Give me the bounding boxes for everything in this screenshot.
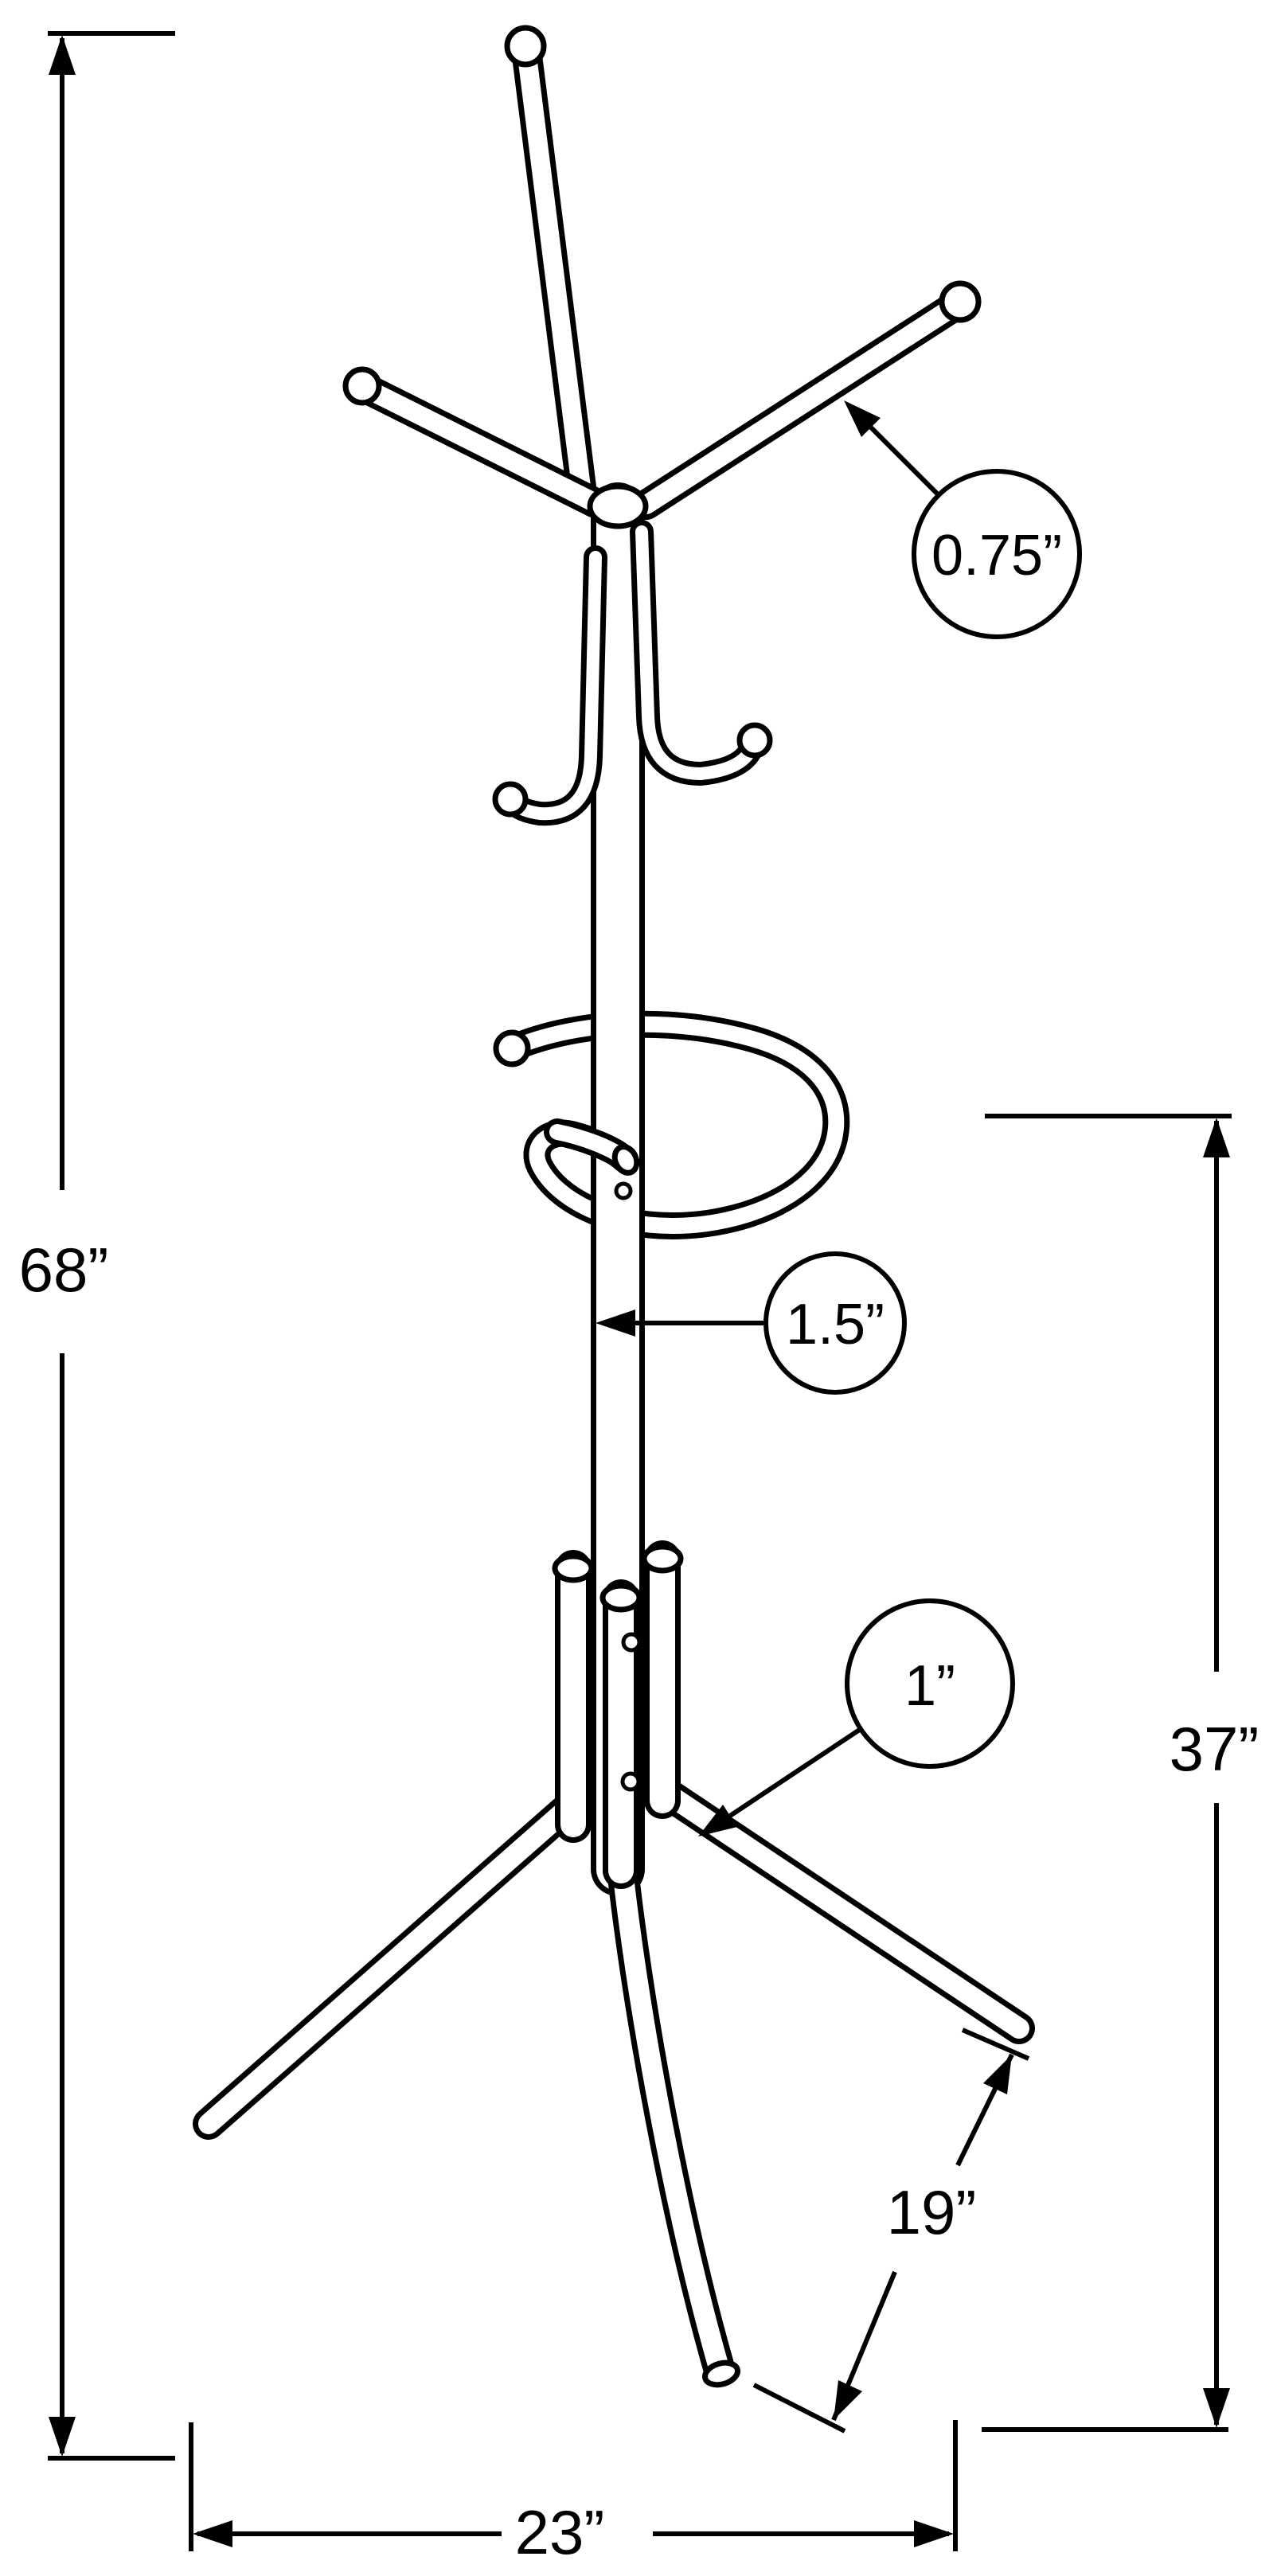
upper-left-hook	[342, 366, 611, 518]
dimension-leg-length: 19”	[752, 2028, 1030, 2434]
leader-line	[728, 1727, 862, 1818]
umbrella-ring-near-end	[544, 1118, 640, 1200]
top-hook	[504, 25, 596, 502]
left-socket-opening	[552, 1553, 595, 1583]
bracket-rivet-upper	[621, 1632, 642, 1653]
left-j-hook-ball	[492, 781, 529, 818]
extension-tick-upper	[961, 2028, 1030, 2061]
dimension-overall-height: 68”	[19, 31, 175, 2461]
dimension-base-width-label: 23”	[515, 2497, 605, 2567]
dimension-leg-length-label: 19”	[887, 2177, 977, 2247]
leader-line	[869, 425, 941, 498]
arrowhead-upper	[983, 2055, 1012, 2094]
front-socket-opening	[599, 1583, 642, 1613]
callout-bubble	[845, 1598, 1015, 1769]
upper-right-hook	[631, 280, 982, 520]
callout-leg-diameter: 1”	[698, 1598, 1015, 1836]
callout-bubble	[763, 1251, 907, 1395]
callout-hook-diameter: 0.75”	[844, 400, 1082, 639]
callout-bubble	[912, 469, 1082, 639]
coat-rack-drawing	[193, 25, 1035, 2388]
right-j-hook	[630, 520, 773, 786]
callout-pole-diameter-label: 1.5”	[786, 1293, 885, 1356]
upper-left-hook-ball	[342, 366, 382, 406]
callout-leg-diameter-label: 1”	[904, 1654, 955, 1718]
upper-right-hook-ball	[939, 280, 982, 323]
ring-rivet	[614, 1181, 633, 1200]
dimension-base-width: 23”	[189, 2420, 958, 2567]
extension-tick-lower	[752, 2383, 846, 2434]
arrowhead-up	[49, 35, 76, 75]
front-leg-foot-opening	[701, 2359, 741, 2388]
right-socket-opening	[641, 1544, 684, 1574]
arrowhead-left	[193, 2520, 232, 2547]
leader-arrowhead	[698, 1805, 737, 1836]
callout-hook-diameter-label: 0.75”	[931, 524, 1062, 587]
front-leg	[605, 1839, 741, 2388]
leader-arrowhead	[844, 400, 881, 437]
dimension-stand-height-label: 37”	[1170, 1714, 1259, 1784]
callout-pole-diameter: 1.5”	[596, 1251, 907, 1395]
arrowhead-right	[914, 2520, 954, 2547]
top-hook-ball	[504, 25, 547, 68]
arrowhead-up	[1203, 1118, 1230, 1157]
right-j-hook-ball	[736, 722, 773, 759]
arrowhead-lower	[834, 2380, 862, 2420]
base-bracket	[552, 1540, 684, 1889]
arrowhead-down	[1203, 2388, 1230, 2428]
left-j-hook	[492, 545, 607, 826]
left-leg	[193, 1785, 592, 2140]
bracket-rivet-lower	[620, 1771, 641, 1792]
leader-arrowhead	[596, 1309, 635, 1337]
arrowhead-down	[49, 2417, 76, 2457]
dimension-overall-height-label: 68”	[19, 1235, 109, 1305]
dimension-stand-height: 37”	[982, 1114, 1259, 2432]
pole-top-hub	[587, 483, 649, 529]
ring-ball-end	[493, 1029, 531, 1067]
ring-open-end	[611, 1144, 640, 1176]
